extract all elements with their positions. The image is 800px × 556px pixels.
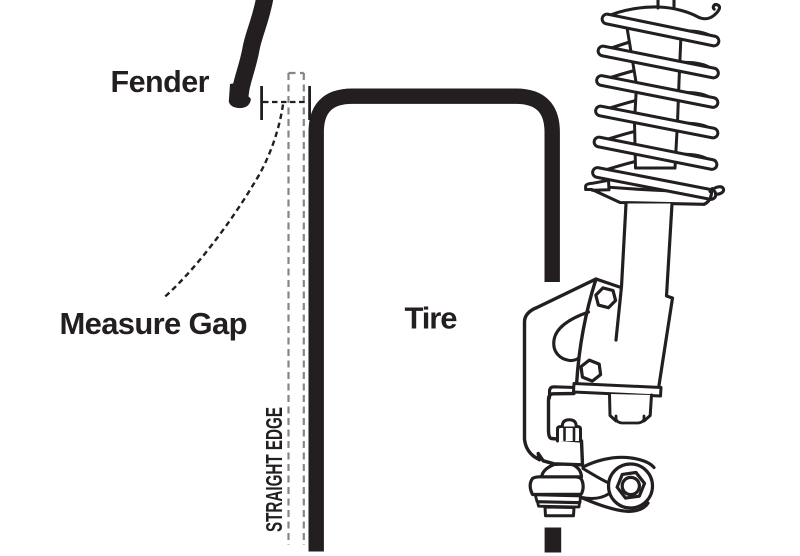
svg-text:Tire: Tire	[405, 301, 458, 336]
svg-text:Fender: Fender	[111, 65, 210, 99]
svg-text:STRAIGHT EDGE: STRAIGHT EDGE	[261, 407, 287, 532]
svg-text:Measure Gap: Measure Gap	[60, 306, 248, 341]
